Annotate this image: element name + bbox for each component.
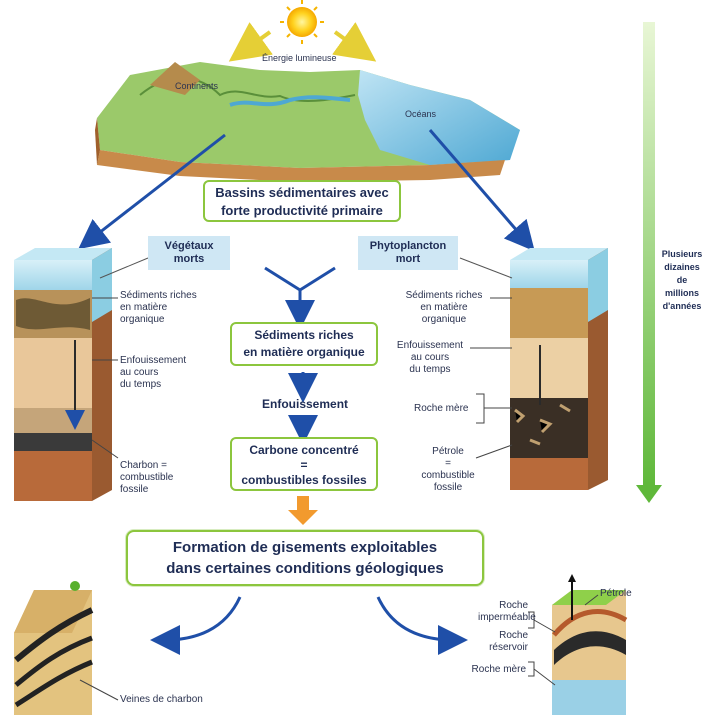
- right-enf-l1: Enfouissement: [396, 340, 464, 351]
- bottom-reservoir-label: Roche réservoir: [478, 630, 528, 654]
- time-l3: de: [676, 275, 688, 285]
- merge-arrow: [264, 266, 336, 315]
- arrow-to-left-block: [78, 133, 226, 250]
- phyto-box: Phytoplancton mort: [358, 236, 458, 270]
- light-arrow-left: [228, 22, 273, 62]
- time-label: Plusieurs dizaines de millions d'années: [658, 248, 706, 313]
- reservoir-l2: réservoir: [489, 642, 528, 653]
- right-petrole-label: Pétrole = combustible fossile: [420, 446, 476, 494]
- impermeable-l2: imperméable: [478, 612, 536, 623]
- right-petrole-l3: combustible: [421, 470, 475, 481]
- left-sediments-l2: en matière: [120, 302, 168, 313]
- right-sediments-l2: en matière: [420, 302, 468, 313]
- formation-box: Formation de gisements exploitables dans…: [126, 530, 484, 586]
- bassins-line2: forte productivité primaire: [221, 203, 383, 218]
- left-charbon-l3: fossile: [120, 484, 149, 495]
- right-petrole-l1: Pétrole: [432, 446, 464, 457]
- sediments-line1: Sédiments riches: [254, 328, 354, 342]
- left-sediments-l1: Sédiments riches: [120, 290, 197, 301]
- oceans-label: Océans: [405, 109, 437, 119]
- bassins-line1: Bassins sédimentaires avec: [215, 185, 389, 200]
- left-charbon-l1: Charbon =: [120, 460, 167, 471]
- impermeable-l1: Roche: [499, 600, 528, 611]
- formation-line2: dans certaines conditions géologiques: [166, 560, 444, 577]
- carbone-line1: Carbone concentré: [249, 443, 359, 457]
- bottom-roche-mere-label: Roche mère: [471, 664, 526, 675]
- time-l1: Plusieurs: [661, 249, 703, 259]
- right-sediments-label: Sédiments riches en matière organique: [398, 290, 490, 326]
- arrow-to-charbon: [150, 596, 242, 655]
- right-sediment-block: [510, 248, 608, 490]
- reservoir-l1: Roche: [499, 630, 528, 641]
- right-roche-mere-label: Roche mère: [414, 403, 469, 414]
- bassins-box: Bassins sédimentaires avec forte product…: [203, 180, 401, 222]
- left-enf-l2: au cours: [120, 367, 159, 378]
- arrow-to-petrole: [376, 596, 468, 655]
- bottom-impermeable-label: Roche imperméable: [478, 600, 536, 624]
- phyto-line1: Phytoplancton: [369, 240, 447, 252]
- carbone-box: Carbone concentré = combustibles fossile…: [230, 437, 378, 491]
- bottom-petrole-label: Pétrole: [600, 588, 632, 599]
- vegetaux-box: Végétaux morts: [148, 236, 230, 270]
- left-sediment-block: [14, 248, 112, 501]
- enfouissement-label: Enfouissement: [262, 397, 349, 411]
- coal-block: [14, 581, 94, 715]
- left-enf-l3: du temps: [120, 379, 162, 390]
- carbone-line2: combustibles fossiles: [241, 473, 367, 487]
- sun-icon: [280, 0, 324, 44]
- light-arrow-right: [332, 22, 377, 62]
- time-l4: millions: [664, 288, 699, 298]
- landscape-block: [95, 62, 520, 182]
- phyto-line2: mort: [395, 253, 421, 265]
- left-sediments-l3: organique: [120, 314, 165, 325]
- left-charbon-l2: combustible: [120, 472, 174, 483]
- time-arrow: [636, 22, 662, 503]
- formation-line1: Formation de gisements exploitables: [172, 539, 438, 556]
- veines-label: Veines de charbon: [120, 694, 203, 705]
- left-enf-l1: Enfouissement: [120, 355, 187, 366]
- orange-arrow: [288, 496, 318, 525]
- time-l2: dizaines: [664, 262, 700, 272]
- left-charbon-label: Charbon = combustible fossile: [120, 460, 173, 496]
- sediments-line2: en matière organique: [243, 345, 365, 359]
- right-enfouissement-label: Enfouissement au cours du temps: [390, 340, 470, 376]
- right-enf-l3: du temps: [409, 364, 451, 375]
- arrow-to-right-block: [428, 129, 535, 252]
- carbone-eq: =: [300, 458, 308, 472]
- vegetaux-line2: morts: [173, 253, 205, 265]
- sediments-box: Sédiments riches en matière organique: [230, 322, 378, 366]
- right-sediments-l3: organique: [421, 314, 467, 325]
- right-petrole-l4: fossile: [433, 482, 463, 493]
- vegetaux-line1: Végétaux: [164, 240, 214, 252]
- oil-block: [552, 574, 628, 715]
- time-l5: d'années: [662, 301, 702, 311]
- right-sediments-l1: Sédiments riches: [405, 290, 483, 301]
- right-petrole-l2: =: [445, 458, 451, 469]
- left-sediments-label: Sédiments riches en matière organique: [120, 290, 197, 326]
- right-enf-l2: au cours: [410, 352, 450, 363]
- continents-label: Continents: [175, 81, 219, 91]
- left-enfouissement-label: Enfouissement au cours du temps: [120, 355, 186, 391]
- energy-label: Énergie lumineuse: [262, 53, 337, 63]
